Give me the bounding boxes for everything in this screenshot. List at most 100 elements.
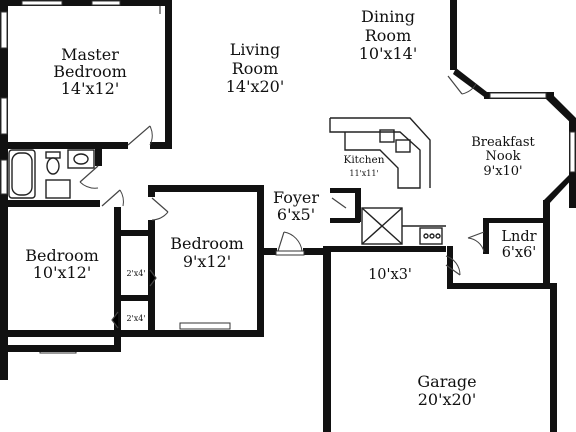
wall-left-bed-bottom (0, 345, 120, 352)
label-foyer-size: 6'x5' (277, 205, 315, 224)
kitchen-counter-diag-b (361, 207, 403, 245)
kitchen-sink-b (395, 139, 411, 153)
label-garage-size: 20'x20' (418, 390, 477, 409)
label-dining-line1: Dining (361, 7, 415, 26)
kitchen-fixtures (329, 117, 446, 245)
wall-garage-hall-right (447, 246, 453, 286)
doors (79, 6, 485, 329)
wall-closet-mid (114, 295, 154, 301)
wall-foyer-closet-bottom (330, 218, 360, 223)
door-nook-arc (461, 83, 477, 95)
wall-nook-bay-a (453, 68, 487, 99)
label-master-size: 14'x12' (61, 79, 120, 98)
wall-dining-right (450, 0, 457, 70)
door-front-arc (283, 231, 303, 252)
wall-master-bottom-b (150, 142, 172, 149)
bathroom (8, 149, 95, 199)
wall-laundry-left (483, 218, 489, 254)
label-nook-line1: Breakfast (471, 135, 535, 150)
label-living-line2: Room (232, 59, 278, 78)
bathtub-inner (11, 152, 33, 196)
kitchen-counter-outer (329, 118, 421, 189)
wall-foyer-bottom-a (257, 248, 277, 255)
label-laundry-size: 6'x6' (502, 245, 537, 261)
label-dining-line2: Room (365, 26, 411, 45)
wall-left-bed-right-ext (114, 330, 121, 352)
wall-laundry-right (543, 200, 550, 288)
door-bed-left-leaf (101, 189, 121, 207)
door-bed-center-arc (151, 211, 169, 221)
door-master-arc (149, 125, 153, 146)
label-bedroom-center-size: 9'x12' (183, 252, 231, 271)
wall-bath-bottom (0, 200, 100, 207)
door-laundry-leaf (467, 231, 485, 239)
door-front-leaf (277, 231, 285, 252)
label-closet-lower: 2'x4' (126, 314, 145, 323)
wall-center-bed-top (148, 185, 263, 192)
wall-nook-bay-c (544, 175, 576, 205)
wall-top-master (0, 0, 170, 6)
wall-garage-top-a (323, 246, 446, 252)
door-laundry-arc (467, 237, 485, 253)
shower-stall (45, 179, 71, 199)
wall-foyer-closet-right (355, 188, 361, 222)
door-closet-lower-bifold (111, 311, 119, 329)
door-foyer-closet-leaf (331, 197, 347, 209)
label-living-line1: Living (230, 40, 280, 59)
door-closet-upper-bifold (149, 269, 157, 287)
window-bedroom-center-bottom (179, 322, 231, 330)
window-nook-top (489, 92, 547, 99)
door-bath-arc (79, 181, 99, 189)
bathtub (8, 149, 36, 199)
label-kitchen-size: 11'x11' (349, 169, 378, 178)
label-nook-size: 9'x10' (483, 164, 522, 179)
wall-center-bed-right (257, 185, 264, 337)
window-master-top-a (21, 0, 63, 6)
wall-master-right (165, 0, 172, 148)
label-living-size: 14'x20' (226, 77, 285, 96)
kitchen-sink-a (379, 129, 395, 143)
kitchen-range (419, 227, 443, 245)
door-bed-center-leaf (151, 197, 169, 213)
wall-foyer-closet-top (330, 188, 360, 193)
bath-sink (73, 153, 89, 165)
label-master-line2: Bedroom (53, 62, 127, 81)
burner-1 (423, 233, 429, 239)
window-master-left-a (0, 11, 8, 49)
toilet-bowl (46, 157, 60, 175)
door-nook-leaf (447, 75, 463, 95)
burner-3 (435, 233, 441, 239)
toilet-tank (45, 151, 61, 159)
label-master-line1: Master (61, 45, 119, 64)
wall-foyer-bottom-b (303, 248, 331, 255)
label-laundry: Lndr (501, 229, 536, 245)
burner-2 (429, 233, 435, 239)
door-garage-leaf (445, 264, 461, 276)
label-bedroom-center: Bedroom (170, 234, 244, 253)
wall-master-bottom-a (0, 142, 128, 149)
window-master-top-b (91, 0, 121, 6)
door-bath-leaf (79, 165, 99, 183)
bath-vanity (67, 149, 95, 169)
window-nook-right (569, 131, 576, 173)
label-dining-size: 10'x14' (359, 44, 418, 63)
kitchen-counter-back (330, 117, 431, 188)
label-closet-upper: 2'x4' (126, 269, 145, 278)
label-hall-size: 10'x3' (368, 267, 412, 283)
label-foyer: Foyer (273, 188, 319, 207)
window-bath (0, 159, 8, 195)
wall-garage-top-b (447, 283, 555, 289)
wall-bath-right (95, 148, 102, 166)
wall-garage-left (323, 248, 331, 432)
label-bedroom-left: Bedroom (25, 246, 99, 265)
wall-closet-left (114, 207, 121, 335)
label-bedroom-left-size: 10'x12' (33, 263, 92, 282)
label-garage: Garage (417, 372, 476, 391)
door-garage-arc (445, 255, 461, 276)
front-door-threshold (275, 250, 305, 256)
door-master-leaf (127, 125, 151, 146)
wall-closet-top (114, 230, 154, 236)
wall-garage-right (550, 283, 557, 432)
label-nook-line2: Nook (486, 149, 521, 164)
